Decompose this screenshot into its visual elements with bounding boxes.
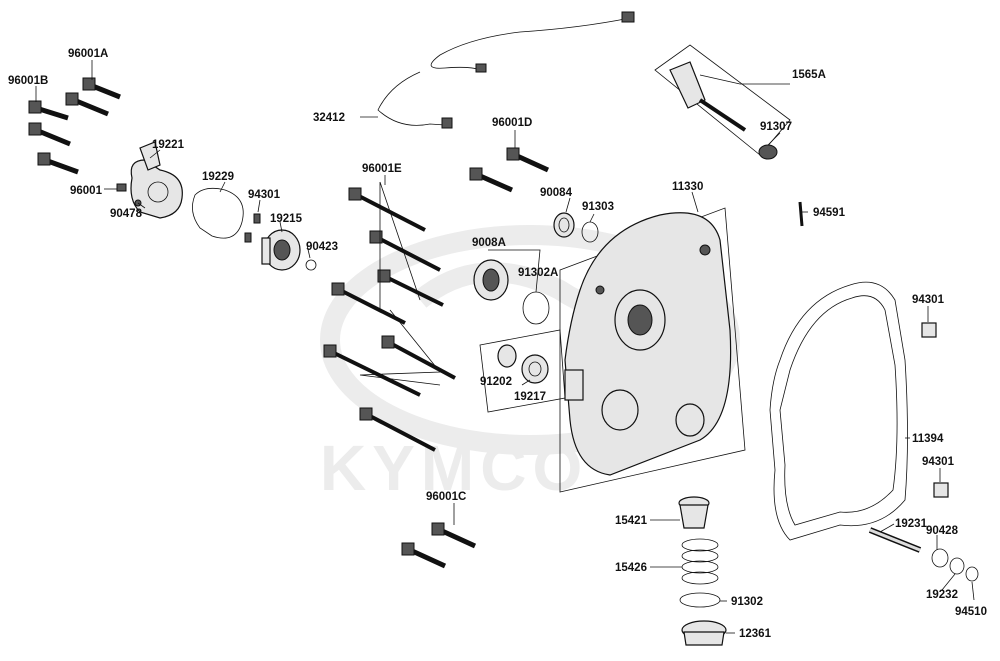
crankcase-cover-icon: [559, 207, 746, 493]
long-bolt-icon: [323, 344, 421, 397]
part-label: 32412: [313, 112, 345, 124]
dowel-pin-icon: [921, 322, 937, 338]
spring-icon: [681, 538, 719, 585]
part-label: 90423: [306, 241, 338, 253]
oil-seal-icon: [473, 259, 509, 301]
part-label: 9008A: [472, 237, 506, 249]
long-bolt-icon: [348, 187, 426, 232]
bolt-icon: [37, 152, 79, 175]
long-bolt-icon: [331, 282, 406, 325]
bolt-icon: [28, 122, 71, 147]
bolt-icon: [116, 183, 127, 192]
part-label: 94301: [912, 294, 945, 306]
part-label: 90084: [540, 187, 573, 199]
part-label: 1565A: [792, 69, 826, 81]
part-label: 90428: [926, 525, 959, 537]
part-label: 91307: [760, 121, 792, 133]
cable-icon: [377, 11, 635, 129]
pin-icon: [798, 201, 804, 227]
washer-icon: [305, 259, 317, 271]
part-label: 96001B: [8, 75, 48, 87]
long-bolt-icon: [381, 335, 456, 380]
bolt-icon: [401, 542, 447, 569]
part-label: 12361: [739, 628, 772, 640]
part-label: 94301: [922, 456, 955, 468]
long-bolt-icon: [377, 269, 444, 307]
part-label: 94301: [248, 189, 281, 201]
part-label: 15426: [615, 562, 647, 574]
part-label: 90478: [110, 208, 143, 220]
dowel-pin-icon: [253, 213, 261, 224]
part-label: 19215: [270, 213, 303, 225]
part-label: 96001E: [362, 163, 402, 175]
washer-icon: [949, 557, 965, 575]
part-label: 11330: [672, 181, 703, 193]
part-label: 96001D: [492, 117, 532, 129]
gasket-icon: [192, 187, 244, 239]
part-label: 91202: [480, 376, 512, 388]
part-label: 19232: [926, 589, 958, 601]
part-label: 19221: [152, 139, 185, 151]
cover-gasket-icon: [769, 281, 908, 541]
bolt-icon: [82, 77, 121, 100]
impeller-icon: [261, 229, 301, 271]
part-label: 11394: [912, 433, 944, 445]
part-label: 94591: [813, 207, 846, 219]
part-label: 19229: [202, 171, 234, 183]
part-label: 19217: [514, 391, 546, 403]
bolt-icon: [469, 167, 514, 193]
dipstick-icon: [654, 44, 791, 160]
part-label: 15421: [615, 515, 648, 527]
watermark-text: KYMCO: [320, 432, 588, 504]
part-labels: 96001A 96001B 19221 96001 90478 19229 94…: [8, 48, 987, 640]
washer-icon: [931, 548, 949, 568]
part-label: 96001: [70, 185, 103, 197]
long-bolt-icon: [369, 230, 441, 272]
part-label: 91302A: [518, 267, 558, 279]
water-pump-cover-icon: [130, 141, 183, 219]
leader-lines: [35, 60, 975, 634]
bolt-icon: [431, 522, 477, 549]
pump-shaft-icon: [868, 527, 922, 553]
bolt-icon: [506, 147, 550, 173]
oil-strainer-icon: [678, 496, 710, 529]
long-bolt-icon: [359, 407, 436, 452]
part-label: 19231: [895, 518, 928, 530]
o-ring-icon: [679, 592, 721, 608]
part-label: 91302: [731, 596, 763, 608]
o-ring-icon: [522, 291, 550, 325]
bolt-group-leaders: [359, 181, 441, 386]
bolt-icon: [28, 100, 69, 121]
part-label: 94510: [955, 606, 987, 618]
part-label: 96001A: [68, 48, 108, 60]
dowel-pin-icon: [244, 232, 252, 243]
bolt-icon: [65, 92, 109, 117]
drain-plug-icon: [681, 620, 727, 646]
oil-seal-icon: [553, 212, 575, 238]
dowel-pin-icon: [933, 482, 949, 498]
circlip-icon: [965, 566, 979, 582]
part-label: 96001C: [426, 491, 466, 503]
part-label: 91303: [582, 201, 614, 213]
